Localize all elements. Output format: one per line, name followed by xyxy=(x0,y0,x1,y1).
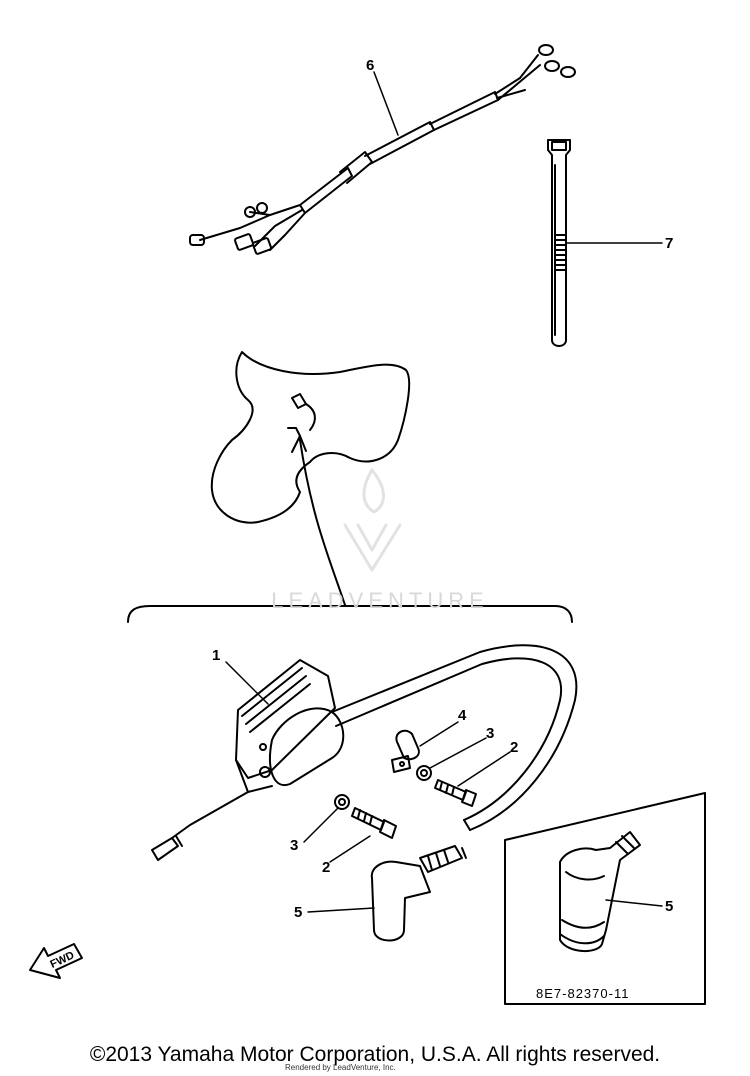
high-tension-cord xyxy=(331,644,578,831)
part-label-7: 7 xyxy=(665,235,674,252)
part-label-2-lower: 2 xyxy=(322,859,331,876)
part-label-3-lower: 3 xyxy=(290,837,299,854)
washer-upper-hole xyxy=(420,769,428,777)
washer-lower xyxy=(334,794,350,810)
washer-upper xyxy=(416,765,432,781)
part-label-5-main: 5 xyxy=(294,904,303,921)
part-label-5-inset: 5 xyxy=(665,898,674,915)
washer-lower-hole xyxy=(338,798,346,806)
inset-box xyxy=(504,792,706,1005)
screw-upper xyxy=(434,779,477,807)
inset-part-code: 8E7-82370-11 xyxy=(536,986,630,1001)
part-label-1: 1 xyxy=(212,647,221,664)
part-label-2-upper: 2 xyxy=(510,739,519,756)
screw-lower xyxy=(351,807,397,839)
wire-harness xyxy=(189,44,576,255)
leader-lines xyxy=(225,71,663,913)
watermark-logo xyxy=(343,468,402,572)
plug-cap-main xyxy=(370,845,467,942)
part-label-4: 4 xyxy=(458,707,467,724)
rendered-by-credit: Rendered by LeadVenture, Inc. xyxy=(285,1063,396,1072)
part-label-6: 6 xyxy=(366,57,375,74)
copyright-notice: ©2013 Yamaha Motor Corporation, U.S.A. A… xyxy=(89,1043,661,1066)
plug-cap-alt xyxy=(559,831,641,952)
ignition-coil xyxy=(151,659,345,861)
watermark-text: LEADVENTURE xyxy=(271,588,489,613)
part-label-3-upper: 3 xyxy=(486,725,495,742)
cord-clamp xyxy=(391,729,420,773)
assembly-bracket xyxy=(127,605,573,623)
cable-tie xyxy=(547,139,571,347)
location-arrow xyxy=(291,435,346,606)
fwd-arrow-icon: FWD xyxy=(29,943,83,979)
